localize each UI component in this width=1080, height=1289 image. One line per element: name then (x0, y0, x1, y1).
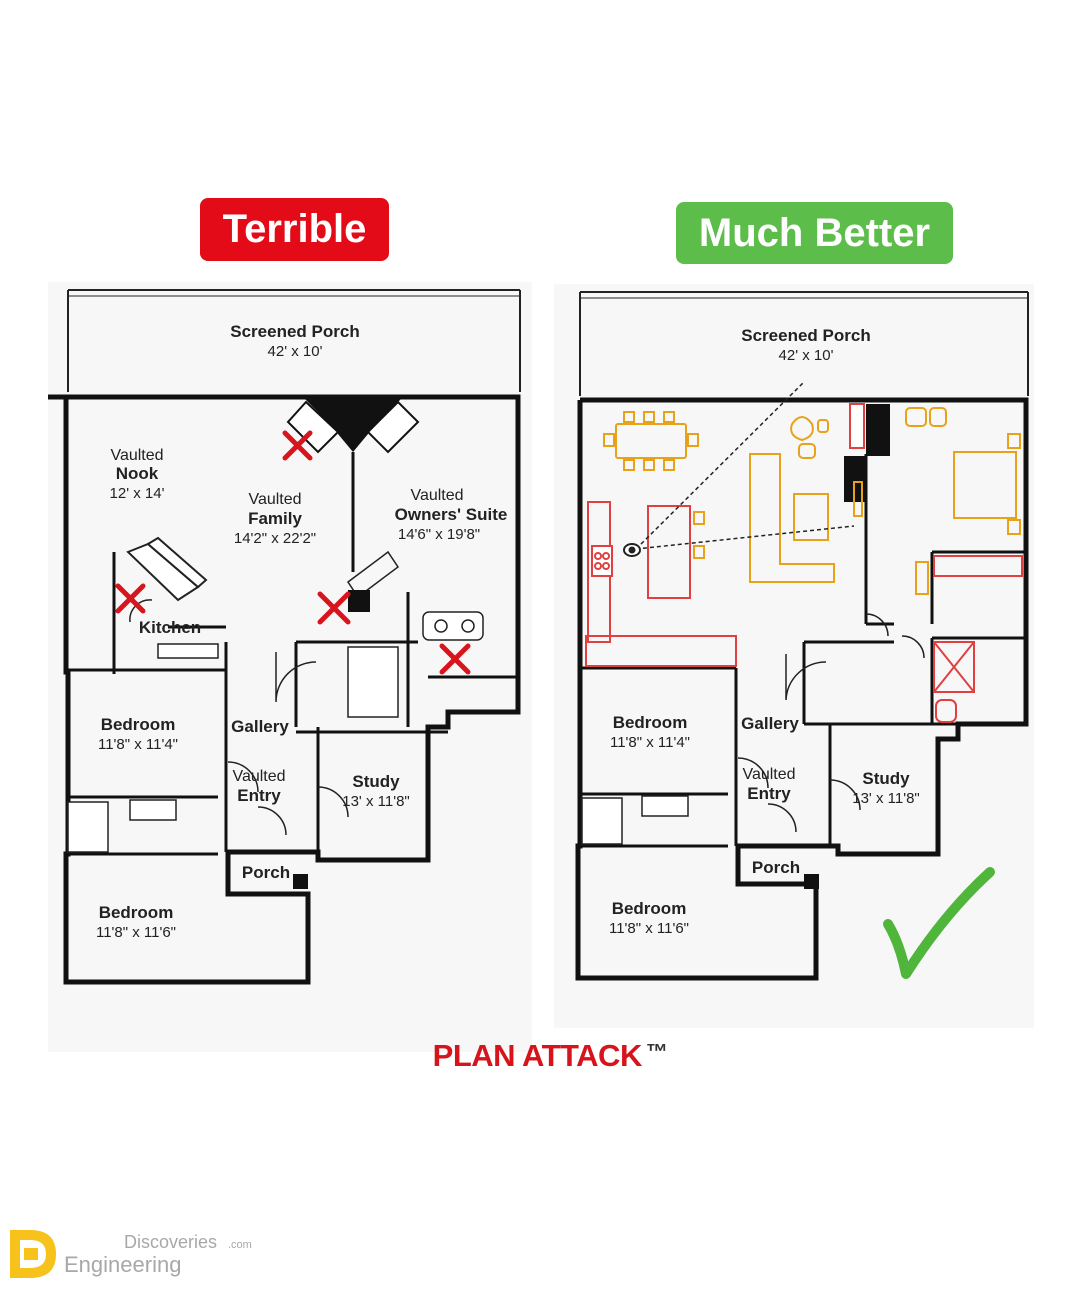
watermark-logo: Discoveries .com Engineering (10, 1230, 252, 1278)
room-dim-bedroom-2: 11'8" x 11'6" (96, 924, 176, 941)
room-label-entry: Entry (747, 784, 791, 803)
trademark-symbol: ™ (645, 1039, 668, 1064)
terrible-badge: Terrible (200, 198, 389, 261)
room-dim-screened-porch: 42' x 10' (268, 343, 323, 360)
room-label-nook: Nook (116, 464, 159, 483)
room-label-gallery: Gallery (231, 717, 289, 736)
room-label-bedroom-2: Bedroom (99, 903, 174, 922)
x-mark-icon (282, 430, 313, 461)
screened-porch (67, 289, 521, 392)
room-dim-bedroom-2: 11'8" x 11'6" (609, 920, 689, 937)
plan-background (48, 282, 532, 1052)
brand-name: PLAN ATTACK (432, 1038, 643, 1073)
room-label-bedroom-2: Bedroom (612, 899, 687, 918)
room-label-bedroom-1: Bedroom (101, 715, 176, 734)
de-logo-icon (10, 1230, 56, 1278)
room-label-porch: Porch (242, 863, 290, 882)
room-label-kitchen: Kitchen (139, 618, 201, 637)
room-label-screened-porch: Screened Porch (230, 322, 359, 341)
room-dim-nook: 12' x 14' (110, 485, 165, 502)
room-label-entry: Entry (237, 786, 281, 805)
watermark-line2: Engineering (64, 1252, 181, 1277)
room-dim-family: 14'2" x 22'2" (234, 530, 316, 547)
watermark-line1-suffix: .com (228, 1239, 252, 1251)
furniture (603, 407, 1021, 595)
room-label-study: Study (862, 769, 910, 788)
x-mark-icon (317, 591, 351, 625)
exterior-walls (575, 397, 1029, 981)
fireplace (286, 397, 420, 454)
room-label-gallery: Gallery (741, 714, 799, 733)
room-label-family: Family (248, 509, 302, 528)
fireplace (844, 403, 890, 502)
porch-post (293, 874, 308, 889)
room-label-study: Study (352, 772, 400, 791)
original-floor-plan: Screened Porch 42' x 10' Vaulted Nook 12… (48, 282, 532, 1052)
kitchen-island (126, 536, 208, 602)
much-better-badge: Much Better (676, 202, 953, 264)
room-dim-study: 13' x 11'8" (342, 793, 410, 810)
door-swings (737, 613, 925, 833)
room-dim-owners: 14'6" x 19'8" (398, 526, 480, 543)
bathroom-fixtures (67, 611, 484, 853)
watermark-line1: Discoveries (124, 1232, 217, 1252)
check-mark-icon (883, 867, 995, 979)
room-dim-bedroom-1: 11'8" x 11'4" (98, 736, 178, 753)
interior-walls (68, 452, 518, 856)
room-vaulted-nook: Vaulted (110, 447, 163, 464)
problem-markers (115, 430, 471, 675)
room-dim-bedroom-1: 11'8" x 11'4" (610, 734, 690, 751)
porch-post (804, 874, 819, 889)
room-label-owners: Owners' Suite (395, 505, 508, 524)
sightline-arrows (635, 381, 855, 550)
column (348, 590, 370, 612)
kitchen-cabinets (585, 501, 1023, 723)
room-vaulted-entry: Vaulted (742, 766, 795, 783)
room-vaulted-entry: Vaulted (232, 768, 285, 785)
bathroom-fixtures (581, 795, 689, 845)
room-label-screened-porch: Screened Porch (741, 326, 870, 345)
room-label-bedroom-1: Bedroom (613, 713, 688, 732)
improved-floor-plan: Screened Porch 42' x 10' Bedroom 11'8" x… (554, 284, 1034, 1028)
room-vaulted-owners: Vaulted (410, 487, 463, 504)
room-dim-screened-porch: 42' x 10' (779, 347, 834, 364)
screened-porch (579, 291, 1029, 396)
x-mark-icon (439, 643, 471, 675)
eye-icon (623, 543, 641, 557)
room-label-porch: Porch (752, 858, 800, 877)
room-dim-study: 13' x 11'8" (852, 790, 920, 807)
room-vaulted-family: Vaulted (248, 491, 301, 508)
x-mark-icon (115, 583, 146, 614)
